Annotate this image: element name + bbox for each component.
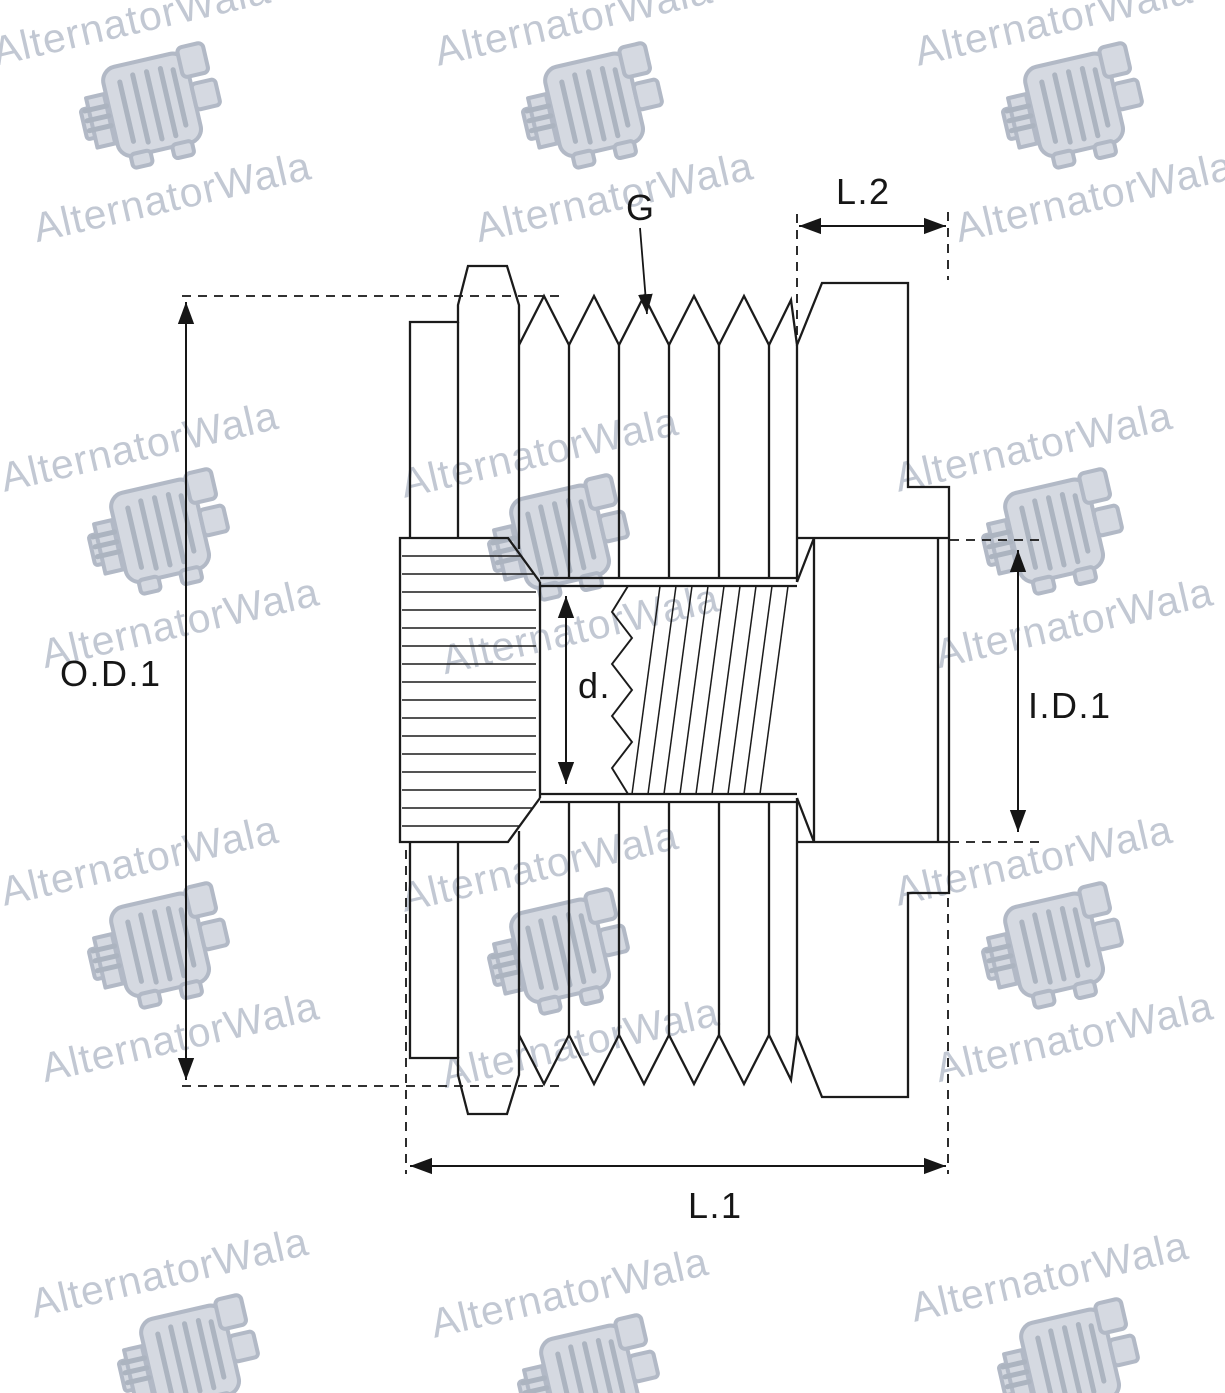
dim-label-g: G bbox=[626, 187, 656, 228]
hub-hatching bbox=[402, 555, 536, 827]
dim-label-od1: O.D.1 bbox=[60, 653, 162, 694]
bore-hatching bbox=[631, 585, 789, 795]
g-leader-line bbox=[638, 227, 653, 315]
pulley-outline bbox=[408, 264, 951, 1116]
thread-zigzag bbox=[610, 585, 634, 795]
dim-label-id1: I.D.1 bbox=[1028, 685, 1112, 726]
dim-label-l2: L.2 bbox=[836, 171, 891, 212]
dim-label-d: d. bbox=[578, 665, 612, 706]
dim-label-l1: L.1 bbox=[688, 1185, 743, 1226]
bearing-block bbox=[795, 536, 949, 844]
hub-section bbox=[398, 536, 541, 844]
dimension-lines bbox=[177, 212, 1040, 1175]
